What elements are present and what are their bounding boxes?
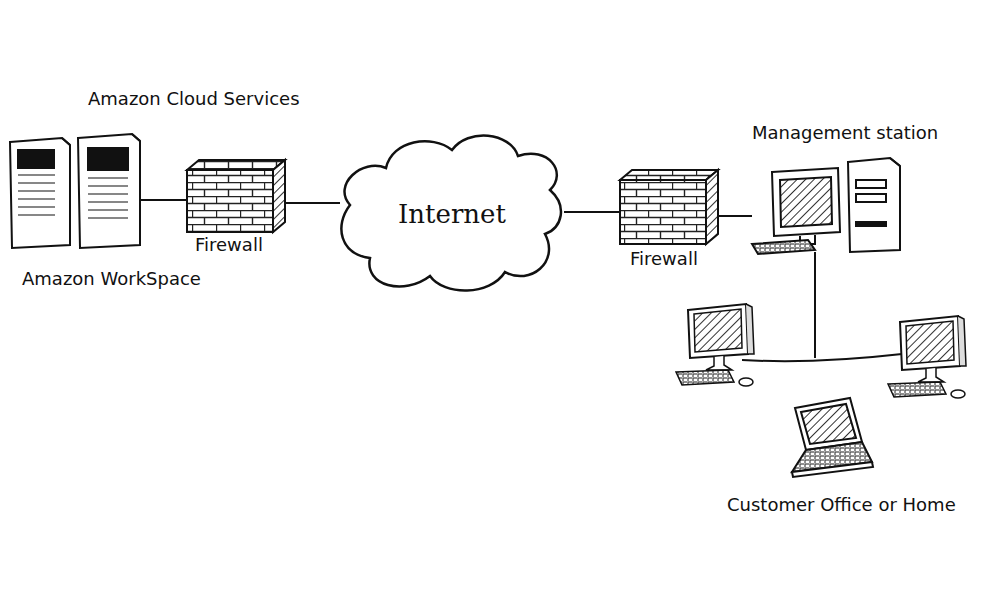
node-label: Management station <box>752 122 938 144</box>
network-node: Firewall <box>187 160 285 232</box>
network-link <box>564 212 620 213</box>
internet-cloud <box>341 136 561 291</box>
lan-cable <box>742 252 902 361</box>
network-link <box>285 203 340 204</box>
client-desktop <box>888 316 966 398</box>
firewall-wall <box>620 170 718 244</box>
node-label: Firewall <box>630 248 698 270</box>
management-computer <box>752 158 900 254</box>
client-desktop <box>676 304 754 386</box>
network-link <box>141 200 187 201</box>
network-node: Internet <box>340 134 564 296</box>
network-node: Management station <box>752 158 900 254</box>
server-towers <box>10 134 140 248</box>
network-link <box>718 216 752 217</box>
node-label: Amazon WorkSpace <box>22 268 201 290</box>
node-label: Amazon Cloud Services <box>88 88 300 110</box>
network-node: Amazon Cloud ServicesAmazon WorkSpace <box>8 134 141 248</box>
node-label: Firewall <box>195 234 263 256</box>
client-laptop <box>792 398 873 477</box>
firewall-wall <box>187 160 285 232</box>
network-node: Firewall <box>620 170 718 244</box>
cloud-label: Internet <box>398 199 506 230</box>
group-label: Customer Office or Home <box>727 494 956 516</box>
